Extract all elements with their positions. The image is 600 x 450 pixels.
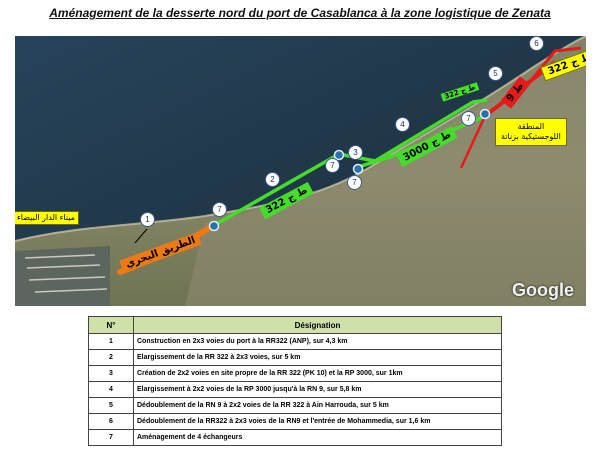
header-designation: Désignation (133, 316, 502, 334)
marker-3: 3 (348, 145, 363, 160)
row-number: 6 (88, 413, 134, 430)
row-designation: Création de 2x2 voies en site propre de … (133, 365, 502, 382)
route-segment-6 (518, 46, 582, 95)
row-number: 7 (88, 429, 134, 446)
row-number: 1 (88, 333, 134, 350)
google-watermark: Google (512, 280, 574, 300)
row-number: 5 (88, 397, 134, 414)
marker-7: 7 (212, 202, 227, 217)
route-segment-4 (354, 114, 486, 170)
marker-7: 7 (461, 111, 476, 126)
table-row: 1 Construction en 2x3 voies du port à la… (88, 333, 502, 350)
port-area (15, 246, 110, 306)
row-number: 4 (88, 381, 134, 398)
marker-4: 4 (395, 117, 410, 132)
marker-7: 7 (325, 158, 340, 173)
route-rn9-south (459, 115, 487, 169)
row-designation: Construction en 2x3 voies du port à la R… (133, 333, 502, 350)
marker-6: 6 (529, 36, 544, 51)
header-number: N° (88, 316, 134, 334)
leader-line-1 (134, 228, 148, 244)
table-row: 2 Elargissement de la RR 322 à 2x3 voies… (88, 349, 502, 366)
label-port: ميناء الدار البيضاء (15, 211, 79, 225)
table-row: 7 Aménagement de 4 échangeurs (88, 429, 502, 446)
row-designation: Dédoublement de la RR322 à 2x3 voies de … (133, 413, 502, 430)
marker-1: 1 (140, 212, 155, 227)
satellite-map[interactable]: ميناء الدار البيضاء الطريق البحري ط ج 32… (15, 36, 586, 306)
label-logistics-zone: المنطقة اللوجستيكية بزناتة (495, 118, 567, 146)
table-row: 5 Dédoublement de la RN 9 à 2x2 voies de… (88, 397, 502, 414)
marker-7: 7 (347, 175, 362, 190)
table-row: 6 Dédoublement de la RR322 à 2x3 voies d… (88, 413, 502, 430)
marker-5: 5 (488, 66, 503, 81)
page-title: Aménagement de la desserte nord du port … (49, 6, 551, 20)
marker-2: 2 (265, 172, 280, 187)
row-number: 3 (88, 365, 134, 382)
interchange-markers (208, 108, 491, 232)
table-row: 3 Création de 2x2 voies en site propre d… (88, 365, 502, 382)
row-designation: Elargissement de la RR 322 à 2x3 voies, … (133, 349, 502, 366)
port-piers (24, 254, 108, 293)
legend-header-row: N° Désignation (88, 316, 502, 334)
table-row: 4 Elargissement à 2x2 voies de la RP 300… (88, 381, 502, 398)
row-designation: Dédoublement de la RN 9 à 2x2 voies de l… (133, 397, 502, 414)
legend-table: N° Désignation 1 Construction en 2x3 voi… (88, 316, 502, 446)
row-designation: Elargissement à 2x2 voies de la RP 3000 … (133, 381, 502, 398)
row-number: 2 (88, 349, 134, 366)
row-designation: Aménagement de 4 échangeurs (133, 429, 502, 446)
